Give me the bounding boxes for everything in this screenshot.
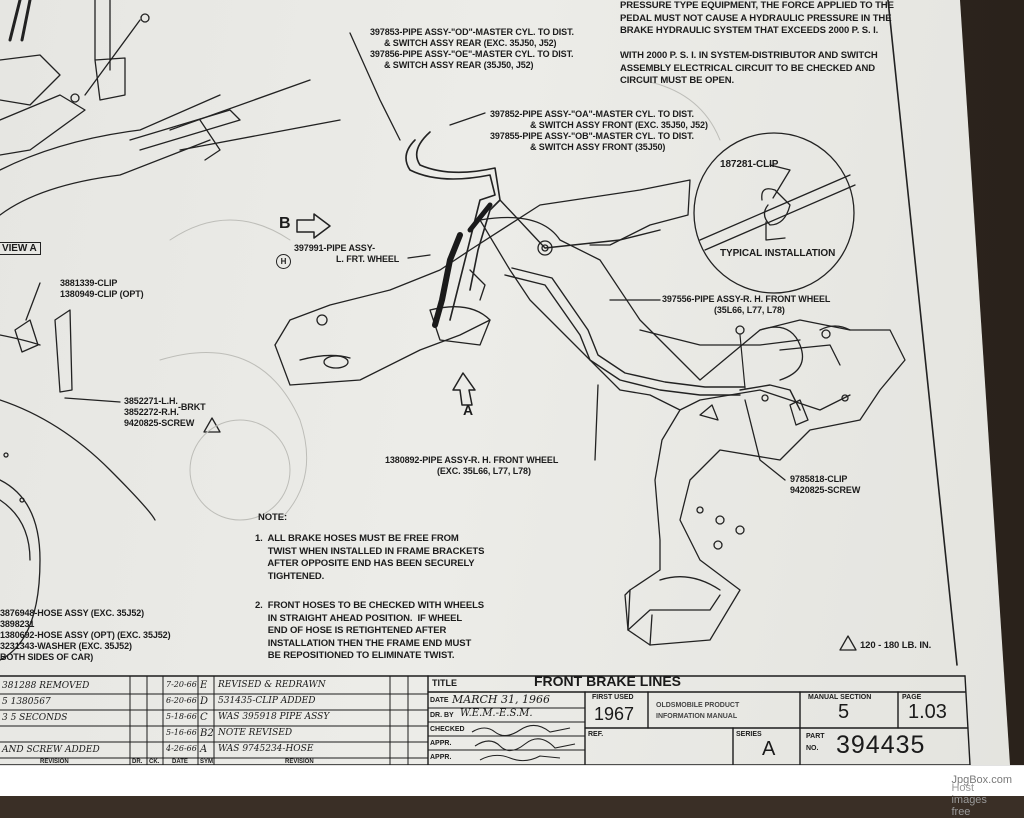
revision-date-1: 6-20-66 <box>166 696 197 705</box>
column-label-dr: DR. <box>132 759 143 765</box>
callout-hoses: 3876948-HOSE ASSY (EXC. 35J52) 3898231 1… <box>0 608 171 662</box>
host-credit[interactable]: Host images free JpgBox.com <box>951 774 1012 818</box>
pressure-note: PRESSURE TYPE EQUIPMENT, THE FORCE APPLI… <box>620 0 894 86</box>
revision-left-1: 5 1380567 <box>2 697 51 707</box>
callout-clip-9785818: 9785818-CLIP 9420825-SCREW <box>790 474 861 495</box>
image-host-footer: Host images free JpgBox.com <box>0 765 1024 818</box>
note-2: 2. FRONT HOSES TO BE CHECKED WITH WHEELS… <box>255 600 485 661</box>
callout-clip-left: 3881339-CLIP 1380949-CLIP (OPT) <box>60 278 144 299</box>
column-label-sym: SYM. <box>200 759 215 765</box>
revision-left-4: AND SCREW ADDED <box>2 745 100 755</box>
page-label: PAGE <box>902 694 922 701</box>
revision-sym-3: B2 <box>200 728 214 739</box>
approved-2-label: APPR. <box>430 754 452 761</box>
callout-marker-h: H <box>276 254 291 269</box>
checked-label: CHECKED <box>430 726 465 733</box>
callout-pipe-oa: 397852-PIPE ASSY-"OA"-MASTER CYL. TO DIS… <box>490 109 708 130</box>
approved-label: APPR. <box>430 740 452 747</box>
revision-sym-4: A <box>200 744 208 755</box>
revision-sym-1: D <box>200 696 209 707</box>
series-label: SERIES <box>736 731 762 738</box>
revision-text-2: WAS 395918 PIPE ASSY <box>218 712 330 722</box>
part-number: 394435 <box>836 731 926 759</box>
revision-text-4: WAS 9745234-HOSE <box>218 744 314 754</box>
page-number: 1.03 <box>908 701 947 723</box>
callout-pipe-ob: 397855-PIPE ASSY-"OB"-MASTER CYL. TO DIS… <box>490 131 694 152</box>
series: A <box>762 738 776 760</box>
part-label: PART NO. <box>806 733 825 752</box>
torque-spec: 120 - 180 LB. IN. <box>860 640 932 651</box>
callout-pipe-lfrt: 397991-PIPE ASSY- L. FRT. WHEEL <box>294 243 400 264</box>
callout-bracket: 3852271-L.H. 3852272-R.H. 9420825-SCREW <box>124 396 195 428</box>
revision-text-0: REVISED & REDRAWN <box>218 680 326 690</box>
date-label: DATE <box>430 697 449 704</box>
revision-column-label-left: REVISION <box>40 759 69 765</box>
photo-background: 397853-PIPE ASSY-"OD"-MASTER CYL. TO DIS… <box>0 0 1024 765</box>
drawing-title: FRONT BRAKE LINES <box>534 673 681 689</box>
callout-pipe-oe: 397856-PIPE ASSY-"OE"-MASTER CYL. TO DIS… <box>370 49 574 70</box>
manual-section: 5 <box>838 701 850 723</box>
callout-pipe-1380892: 1380892-PIPE ASSY-R. H. FRONT WHEEL (EXC… <box>385 455 559 476</box>
revision-date-3: 5-16-66 <box>166 728 197 737</box>
first-used-year: 1967 <box>594 704 635 724</box>
column-label-ck: CK. <box>149 759 160 765</box>
revision-left-0: 381288 REMOVED <box>2 681 90 691</box>
revision-sym-2: C <box>200 712 208 723</box>
drawn-by-label: DR. BY <box>430 712 454 719</box>
revision-column-label: REVISION <box>285 759 314 765</box>
revision-sym-0: E <box>200 680 208 691</box>
callout-clip-187281: 187281-CLIP <box>720 159 779 170</box>
drawn-by: W.E.M.-E.S.M. <box>460 708 533 719</box>
title-label: TITLE <box>432 678 457 688</box>
drawing-sheet: 397853-PIPE ASSY-"OD"-MASTER CYL. TO DIS… <box>0 0 1010 765</box>
revision-date-0: 7-20-66 <box>166 680 197 689</box>
callout-pipe-rh-front: 397556-PIPE ASSY-R. H. FRONT WHEEL (35L6… <box>662 294 831 315</box>
revision-text-3: NOTE REVISED <box>218 728 293 738</box>
revision-text-1: 531435-CLIP ADDED <box>218 696 316 706</box>
drawing-date: MARCH 31, 1966 <box>452 693 550 706</box>
note-1: 1. ALL BRAKE HOSES MUST BE FREE FROM TWI… <box>255 533 485 582</box>
view-a-label: VIEW A <box>0 242 41 255</box>
notes-heading: NOTE: <box>258 512 288 523</box>
column-label-date: DATE <box>172 759 188 765</box>
signatures <box>471 724 576 762</box>
ref-label: REF. <box>588 731 604 738</box>
first-used-label: FIRST USED <box>592 694 634 701</box>
callout-bracket-brkt: -BRKT <box>178 402 206 412</box>
callout-pipe-od: 397853-PIPE ASSY-"OD"-MASTER CYL. TO DIS… <box>370 27 574 48</box>
view-b-label: B <box>279 215 291 232</box>
revision-date-4: 4-26-66 <box>166 744 197 753</box>
typical-installation-label: TYPICAL INSTALLATION <box>720 248 836 259</box>
brake-line-drawing <box>0 0 971 765</box>
revision-left-2: 3 5 SECONDS <box>2 713 68 723</box>
view-a-arrow-label: A <box>463 402 474 418</box>
manual-section-label: MANUAL SECTION <box>808 694 872 701</box>
product-label: OLDSMOBILE PRODUCT INFORMATION MANUAL <box>656 702 740 720</box>
revision-date-2: 5-18-66 <box>166 712 197 721</box>
